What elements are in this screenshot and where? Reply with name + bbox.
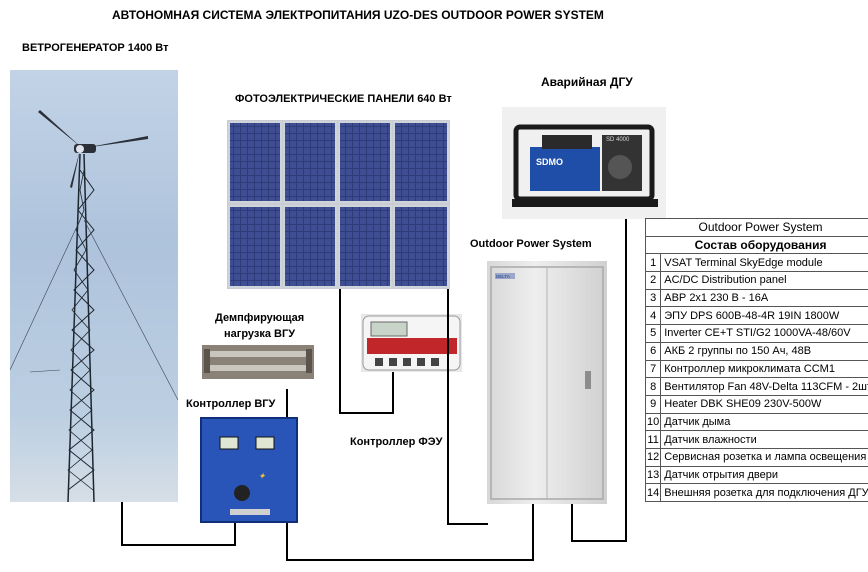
wind-turbine-drawing (10, 110, 178, 502)
row-description: Inverter CE+T STI/G2 1000VA-48/60V (660, 324, 868, 343)
wire-tower-down (121, 502, 123, 546)
wire-wind-controller-right (286, 523, 288, 561)
row-number: 9 (644, 394, 662, 414)
diesel-generator-image: SDMO SD 4000 (502, 107, 666, 219)
row-number: 6 (644, 341, 662, 361)
row-number: 10 (644, 412, 662, 432)
row-description: Heater DBK SHE09 230V-500W (660, 394, 868, 414)
row-description: Контроллер микроклимата CCM1 (660, 359, 868, 379)
pv-panels-label: ФОТОЭЛЕКТРИЧЕСКИЕ ПАНЕЛИ 640 Вт (235, 93, 452, 105)
ops-label: Outdoor Power System (470, 238, 592, 250)
dump-load-drawing (204, 349, 312, 373)
pv-panels-image (227, 120, 450, 289)
row-number: 2 (644, 271, 662, 290)
dump-load-label-2: нагрузка ВГУ (224, 328, 296, 340)
row-number: 11 (644, 430, 662, 449)
row-description: Датчик влажности (660, 430, 868, 449)
wire-controller-to-cabinet (447, 289, 449, 525)
wind-generator-label: ВЕТРОГЕНЕРАТОР 1400 Вт (22, 42, 169, 54)
solar-controller-image (361, 314, 462, 372)
row-number: 14 (644, 483, 662, 502)
equipment-table: Outdoor Power System Состав оборудования… (644, 218, 868, 502)
wire-pv-to-controller (339, 412, 394, 414)
row-description: Датчик отрытия двери (660, 465, 868, 485)
wind-controller-label: Контроллер ВГУ (186, 398, 276, 410)
dgu-label: Аварийная ДГУ (541, 75, 633, 89)
outdoor-cabinet-image: DELTA (487, 261, 607, 504)
row-description: Вентилятор Fan 48V-Delta 113CFM - 2шт (660, 377, 868, 396)
wire-controller-up (392, 372, 394, 414)
generator-drawing: SDMO SD 4000 (512, 124, 658, 207)
wire-to-cabinet-bottom (286, 559, 534, 561)
wind-controller-image: ✦ (200, 417, 298, 523)
row-number: 5 (644, 324, 662, 343)
solar-controller-label: Контроллер ФЭУ (350, 436, 443, 448)
generator-model-text: SD 4000 (606, 137, 630, 143)
row-description: АВР 2х1 230 В - 16А (660, 288, 868, 308)
table-header-row-2: Состав оборудования (644, 235, 868, 255)
pv-panels-drawing (228, 121, 449, 288)
row-number: 4 (644, 306, 662, 326)
diagram-title: АВТОНОМНАЯ СИСТЕМА ЭЛЕКТРОПИТАНИЯ UZO-DE… (112, 8, 604, 22)
table-header-2: Состав оборудования (644, 235, 868, 255)
row-description: VSAT Terminal SkyEdge module (660, 253, 868, 273)
wire-cabinet-to-dgu-down (571, 504, 573, 542)
wire-tower-to-wind-controller (121, 544, 236, 546)
row-number: 13 (644, 465, 662, 485)
row-description: ЭПУ DPS 600B-48-4R 19IN 1800W (660, 306, 868, 326)
row-number: 8 (644, 377, 662, 396)
wire-cabinet-bottom-up (532, 504, 534, 561)
wire-dump-to-controller (286, 389, 288, 417)
wire-dgu-horizontal (571, 540, 627, 542)
generator-brand-text: SDMO (536, 157, 563, 167)
wire-wind-controller-left (234, 523, 236, 546)
table-header-row-1: Outdoor Power System (644, 218, 868, 237)
row-number: 3 (644, 288, 662, 308)
dump-load-label-1: Демпфирующая (215, 312, 305, 324)
row-description: АКБ 2 группы по 150 Ач, 48В (660, 341, 868, 361)
dump-load-image (202, 345, 314, 379)
wire-cabinet-in (447, 523, 488, 525)
wind-controller-drawing: ✦ (200, 417, 298, 523)
wire-pv-down (339, 289, 341, 414)
svg-text:✦: ✦ (258, 471, 266, 481)
table-header-1: Outdoor Power System (644, 218, 868, 237)
wire-dgu-up (625, 219, 627, 542)
row-number: 1 (644, 253, 662, 273)
cabinet-brand-text: DELTA (496, 274, 510, 279)
row-description: AC/DC Distribution panel (660, 271, 868, 290)
wind-turbine-image (10, 70, 178, 502)
row-description: Внешняя розетка для подключения ДГУ (660, 483, 868, 502)
solar-controller-drawing (362, 315, 461, 371)
row-number: 12 (644, 447, 662, 467)
row-description: Датчик дыма (660, 412, 868, 432)
row-description: Сервисная розетка и лампа освещения (660, 447, 868, 467)
row-number: 7 (644, 359, 662, 379)
cabinet-drawing: DELTA (490, 266, 604, 500)
